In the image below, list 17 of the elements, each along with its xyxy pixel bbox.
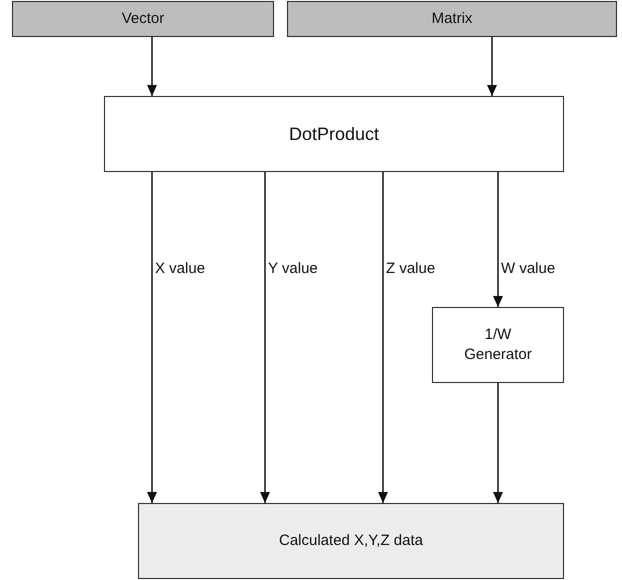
data-box [287,1,617,37]
arrow [260,172,270,503]
node-label: 1/W Generator [463,324,533,365]
data-box [138,503,564,579]
arrow [493,383,503,503]
node-label: Vector [122,8,164,29]
arrow [487,37,497,96]
node-label: Matrix [432,8,472,29]
arrow [147,172,157,503]
process-box [432,307,564,383]
data-box [12,1,274,37]
arrow [147,37,157,96]
node-label: Calculated X,Y,Z data [279,530,423,551]
process-box [104,96,564,172]
node-label: DotProduct [288,122,380,146]
arrow [378,172,388,503]
arrow [493,172,503,307]
